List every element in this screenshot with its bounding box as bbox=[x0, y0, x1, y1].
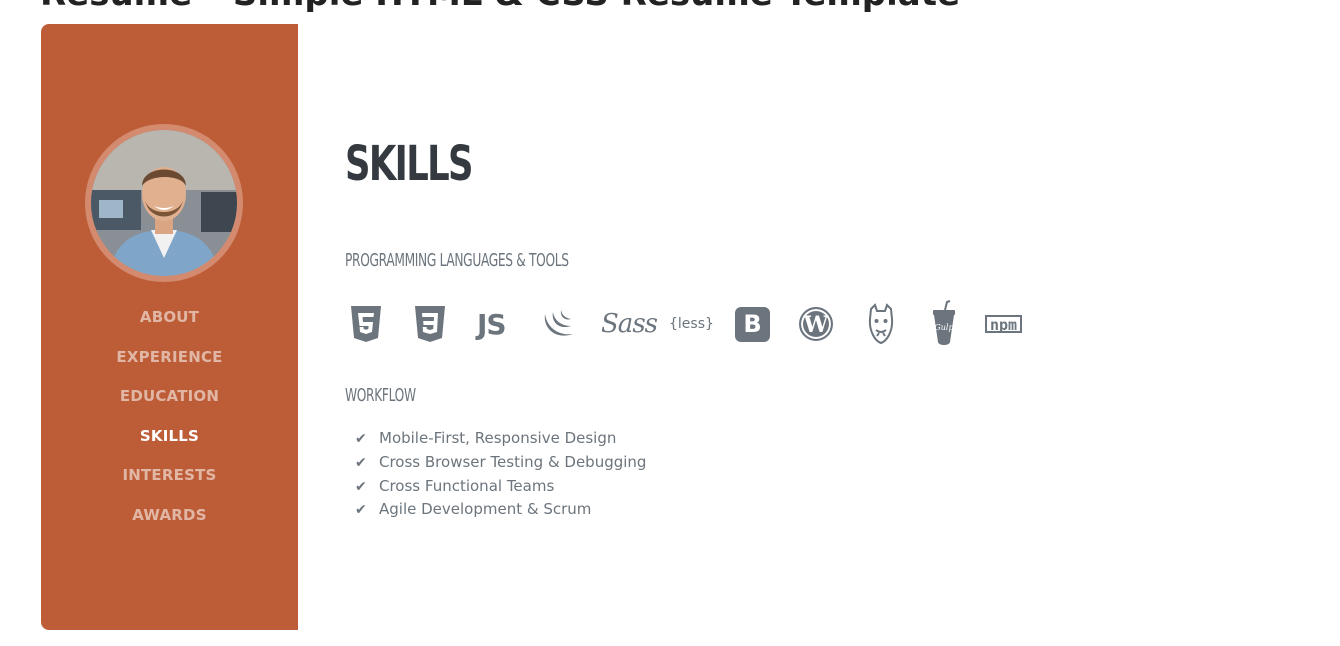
npm-icon: npm bbox=[985, 302, 1045, 346]
js-icon: JS bbox=[477, 302, 541, 346]
less-icon-text: {less} bbox=[669, 316, 714, 332]
workflow-item-text: Cross Browser Testing & Debugging bbox=[379, 452, 647, 471]
js-icon-text: JS bbox=[477, 307, 507, 341]
section-title: SKILLS bbox=[345, 136, 474, 192]
avatar bbox=[85, 124, 243, 282]
sidebar: About Experience Education Skills Intere… bbox=[41, 24, 298, 630]
workflow-item: ✔ Agile Development & Scrum bbox=[355, 499, 646, 523]
sidebar-nav: About Experience Education Skills Intere… bbox=[41, 307, 298, 545]
check-icon: ✔ bbox=[355, 454, 367, 471]
workflow-item-text: Mobile-First, Responsive Design bbox=[379, 429, 617, 447]
nav-item-awards[interactable]: Awards bbox=[132, 505, 207, 524]
bootstrap-icon: B bbox=[735, 302, 799, 346]
nav-item-skills[interactable]: Skills bbox=[139, 426, 200, 445]
jquery-icon bbox=[541, 302, 601, 346]
check-icon: ✔ bbox=[355, 502, 367, 519]
grunt-icon bbox=[865, 302, 931, 346]
css3-icon bbox=[413, 302, 477, 346]
tools-icon-list: JS Sass {less} B W bbox=[349, 300, 1045, 346]
workflow-item-text: Agile Development & Scrum bbox=[379, 500, 592, 519]
tools-subheading: PROGRAMMING LANGUAGES & TOOLS bbox=[345, 250, 569, 271]
npm-icon-text: npm bbox=[985, 315, 1023, 333]
gulp-icon: Gulp bbox=[931, 300, 985, 346]
nav-item-about[interactable]: About bbox=[139, 308, 200, 326]
html5-icon bbox=[349, 302, 413, 346]
check-icon: ✔ bbox=[355, 478, 367, 495]
bootstrap-icon-text: B bbox=[735, 306, 770, 342]
gulp-icon-text: Gulp bbox=[934, 323, 953, 332]
sass-icon: Sass bbox=[601, 302, 669, 346]
check-icon: ✔ bbox=[355, 431, 367, 447]
profile-photo bbox=[91, 130, 237, 276]
workflow-item: ✔ Mobile-First, Responsive Design bbox=[355, 428, 646, 452]
workflow-item: ✔ Cross Browser Testing & Debugging bbox=[355, 452, 646, 476]
page-heading: Resume – Simple HTML & CSS Resume Templa… bbox=[40, 0, 960, 14]
workflow-item: ✔ Cross Functional Teams bbox=[355, 476, 646, 500]
nav-item-interests[interactable]: Interests bbox=[122, 466, 217, 485]
workflow-subheading: WORKFLOW bbox=[345, 385, 416, 406]
sass-icon-text: Sass bbox=[601, 309, 658, 339]
less-icon: {less} bbox=[669, 302, 735, 346]
workflow-item-text: Cross Functional Teams bbox=[379, 476, 555, 495]
wordpress-icon: W bbox=[799, 302, 865, 346]
nav-item-experience[interactable]: Experience bbox=[116, 347, 223, 366]
nav-item-education[interactable]: Education bbox=[119, 387, 220, 406]
workflow-list: ✔ Mobile-First, Responsive Design ✔ Cross … bbox=[355, 428, 646, 523]
wordpress-icon-text: W bbox=[799, 307, 833, 341]
